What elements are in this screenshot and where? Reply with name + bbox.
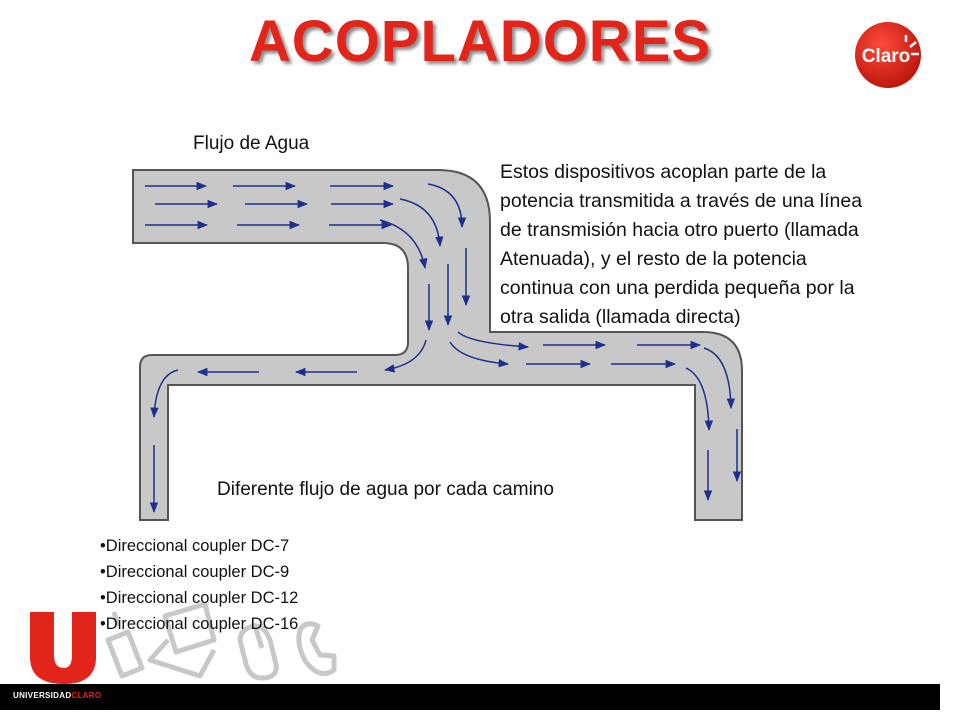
pipe-shape <box>132 169 743 521</box>
university-u-icon <box>30 612 96 684</box>
description-line: Estos dispositivos acoplan parte de la <box>500 161 827 183</box>
description-line: otra salida (llamada directa) <box>500 306 741 328</box>
footer-brand: UNIVERSIDADCLARO <box>13 691 101 700</box>
description-text: Estos dispositivos acoplan parte de la p… <box>500 158 948 332</box>
list-item: Direccional coupler DC-9 <box>100 559 298 585</box>
list-item: Direccional coupler DC-7 <box>100 533 298 559</box>
slide-title: ACOPLADORES <box>248 9 712 74</box>
footer-prefix: UNIVERSIDAD <box>13 691 72 700</box>
coupler-list: Direccional coupler DC-7 Direccional cou… <box>100 533 299 637</box>
water-flow-label: Flujo de Agua <box>193 133 310 154</box>
description-line: potencia transmitida a través de una lín… <box>500 190 863 212</box>
footer-accent: CLARO <box>71 691 102 700</box>
list-item: Direccional coupler DC-16 <box>100 611 299 637</box>
list-item: Direccional coupler DC-12 <box>100 585 299 611</box>
claro-logo-icon: Claro <box>855 22 921 88</box>
logo-text: Claro <box>862 46 911 67</box>
description-line: Atenuada), y el resto de la potencia <box>500 248 807 270</box>
description-line: de transmisión hacia otro puerto (llamad… <box>500 219 859 241</box>
footer-bar <box>0 684 940 710</box>
flow-arrows <box>145 181 742 514</box>
device-icons-decoration <box>30 601 337 684</box>
description-line: continua con una perdida pequeña por la <box>500 277 855 299</box>
different-flow-label: Diferente flujo de agua por cada camino <box>217 479 554 500</box>
telephone-icon <box>296 621 337 677</box>
